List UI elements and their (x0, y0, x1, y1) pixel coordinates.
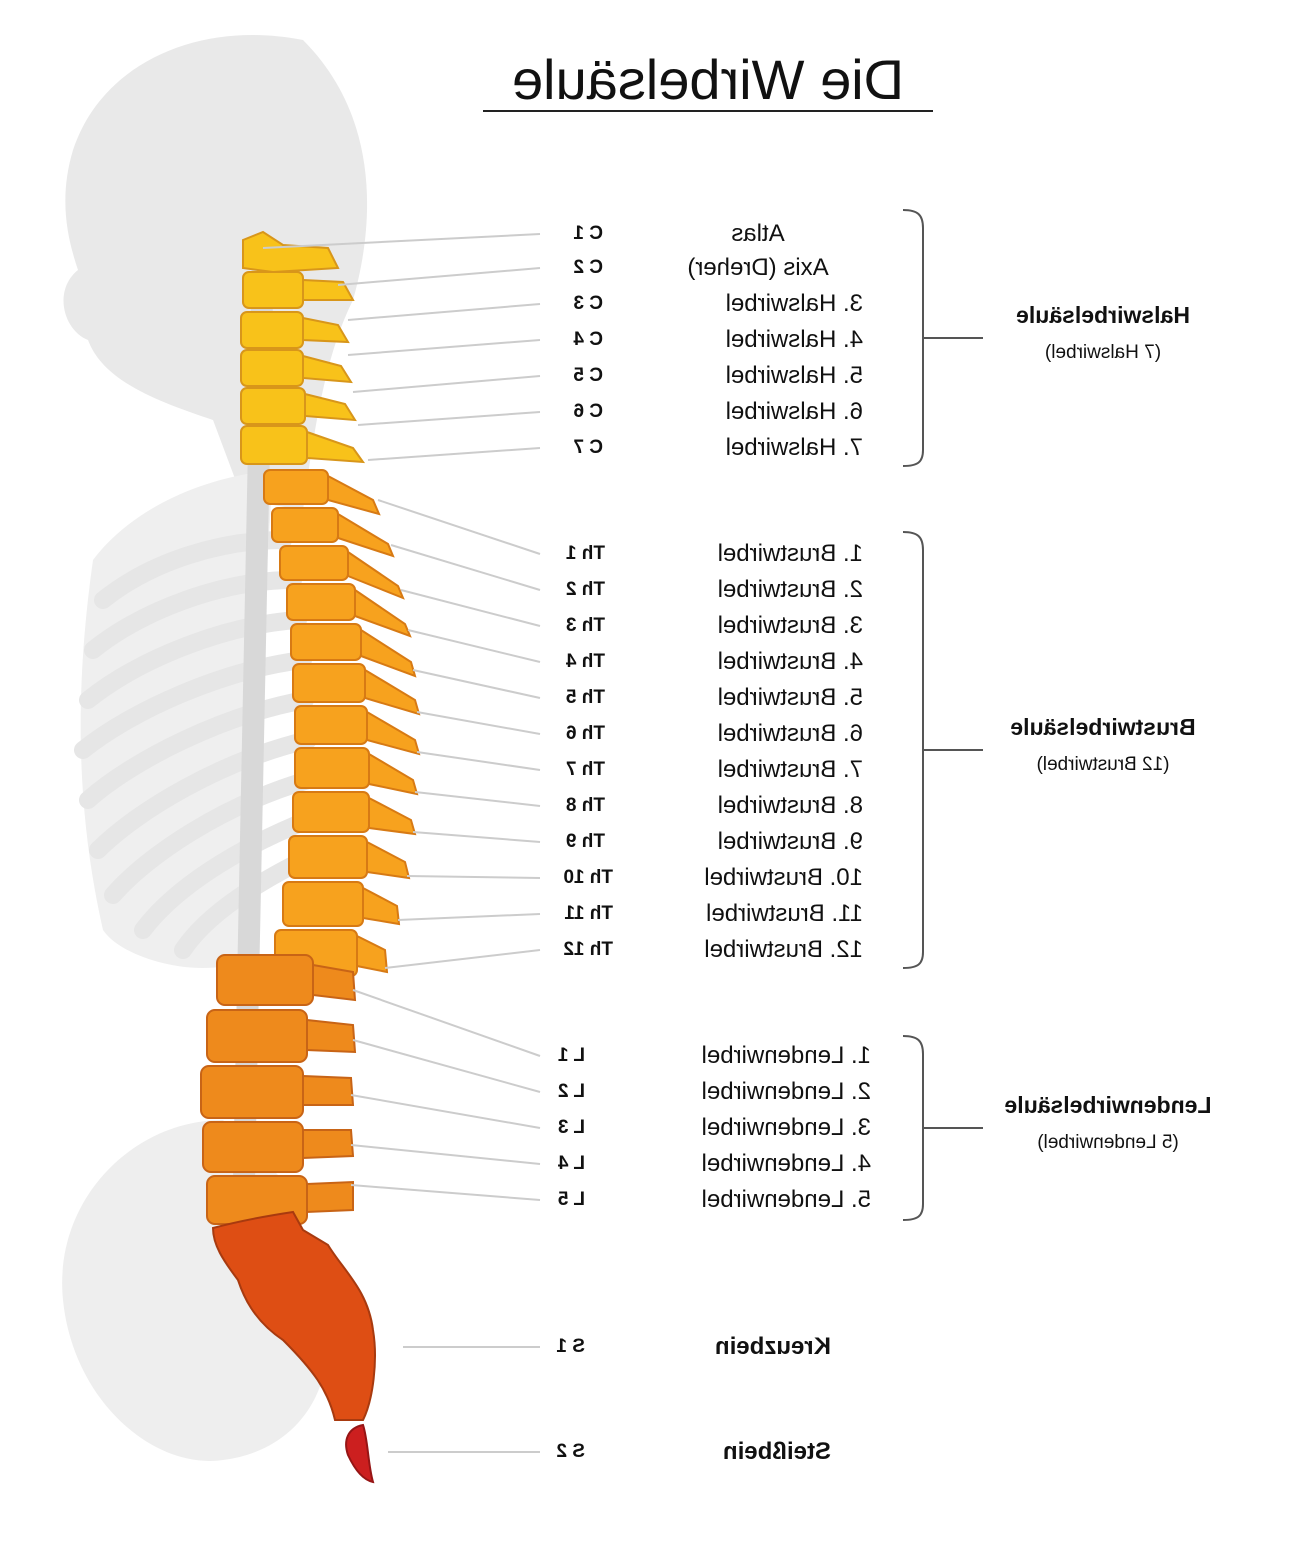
page-title: Die Wirbelsäule (511, 48, 905, 111)
vertebra-code: Th 11 (564, 903, 613, 924)
vertebra-code: L 2 (557, 1081, 585, 1102)
vertebra-code: Th 5 (565, 687, 605, 708)
title-underline (483, 110, 933, 112)
vertebra-code: Th 2 (565, 579, 605, 600)
vertebra-name: 10. Brustwirbel (704, 864, 863, 891)
vertebra-code: S 2 (556, 1441, 585, 1462)
leader-lines (262, 233, 541, 1453)
vertebra-name: 5. Brustwirbel (717, 684, 863, 711)
vertebra-name: 6. Halswirbel (725, 398, 863, 425)
vertebra-code: Th 7 (565, 759, 605, 780)
vertebra-name: 6. Brustwirbel (717, 720, 863, 747)
vertebra-code: C 1 (573, 223, 603, 244)
sacrum (211, 1210, 376, 1421)
vertebra-name: 5. Halswirbel (725, 362, 863, 389)
vertebra-name: 4. Lendenwirbel (701, 1150, 871, 1177)
vertebra-name: Axis (Dreher) (687, 254, 829, 281)
coccyx (345, 1423, 375, 1484)
vertebra-code: C 7 (573, 437, 603, 458)
thoracic-vertebrae (263, 469, 421, 977)
vertebra-code: Th 1 (565, 543, 605, 564)
cervical-vertebrae (240, 230, 366, 465)
group-subtitle-lumbar: (5 Lendenwirbel) (1037, 1132, 1179, 1153)
group-title-lumbar: Lendenwirbelsäule (1004, 1092, 1212, 1118)
group-subtitle-cervical: (7 Halswirbel) (1044, 342, 1162, 363)
vertebra-name: 4. Halswirbel (725, 326, 863, 353)
vertebra-name: 3. Brustwirbel (717, 612, 863, 639)
vertebra-code: Th 12 (563, 939, 613, 960)
vertebra-code: L 4 (557, 1153, 585, 1174)
vertebra-name: Kreuzbein (714, 1333, 831, 1360)
vertebra-code: C 5 (573, 365, 603, 386)
vertebra-name: 7. Brustwirbel (717, 756, 863, 783)
vertebra-name: 3. Lendenwirbel (701, 1114, 871, 1141)
vertebra-name: 7. Halswirbel (725, 434, 863, 461)
vertebra-code: Th 6 (565, 723, 605, 744)
vertebra-code: Th 8 (565, 795, 605, 816)
rib-silhouettes (74, 531, 317, 959)
group-title-thoracic: Brustwirbelsäule (1010, 714, 1196, 740)
group-title-cervical: Halswirbelsäule (1016, 302, 1190, 328)
vertebra-code: C 3 (573, 293, 603, 314)
vertebra-name: 3. Halswirbel (725, 290, 863, 317)
vertebra-name: 9. Brustwirbel (717, 828, 863, 855)
vertebra-code: L 5 (557, 1189, 585, 1210)
vertebra-name: 11. Brustwirbel (706, 900, 863, 927)
vertebra-name: 1. Brustwirbel (717, 540, 863, 567)
vertebra-code: Th 4 (565, 651, 605, 672)
vertebra-name: 5. Lendenwirbel (701, 1186, 871, 1213)
group-braces (902, 209, 983, 1221)
vertebra-name: 8. Brustwirbel (717, 792, 863, 819)
vertebra-code: L 3 (557, 1117, 585, 1138)
vertebra-name: Atlas (731, 220, 785, 247)
vertebra-code: C 2 (573, 257, 603, 278)
vertebra-name: 4. Brustwirbel (717, 648, 863, 675)
vertebra-code: Th 9 (565, 831, 605, 852)
vertebra-name: 12. Brustwirbel (704, 936, 863, 963)
vertebra-code: Th 10 (563, 867, 613, 888)
vertebra-code: L 1 (557, 1045, 585, 1066)
vertebra-name: 2. Lendenwirbel (701, 1078, 871, 1105)
vertebra-code: Th 3 (565, 615, 605, 636)
vertebra-name: 2. Brustwirbel (717, 576, 863, 603)
vertebra-name: Steißbein (722, 1438, 831, 1465)
vertebra-name: 1. Lendenwirbel (701, 1042, 871, 1069)
vertebra-code: C 4 (573, 329, 603, 350)
group-subtitle-thoracic: (12 Brustwirbel) (1036, 754, 1170, 775)
vertebra-code: C 6 (573, 401, 603, 422)
vertebra-code: S 1 (556, 1336, 585, 1357)
lumbar-vertebrae (200, 954, 357, 1225)
